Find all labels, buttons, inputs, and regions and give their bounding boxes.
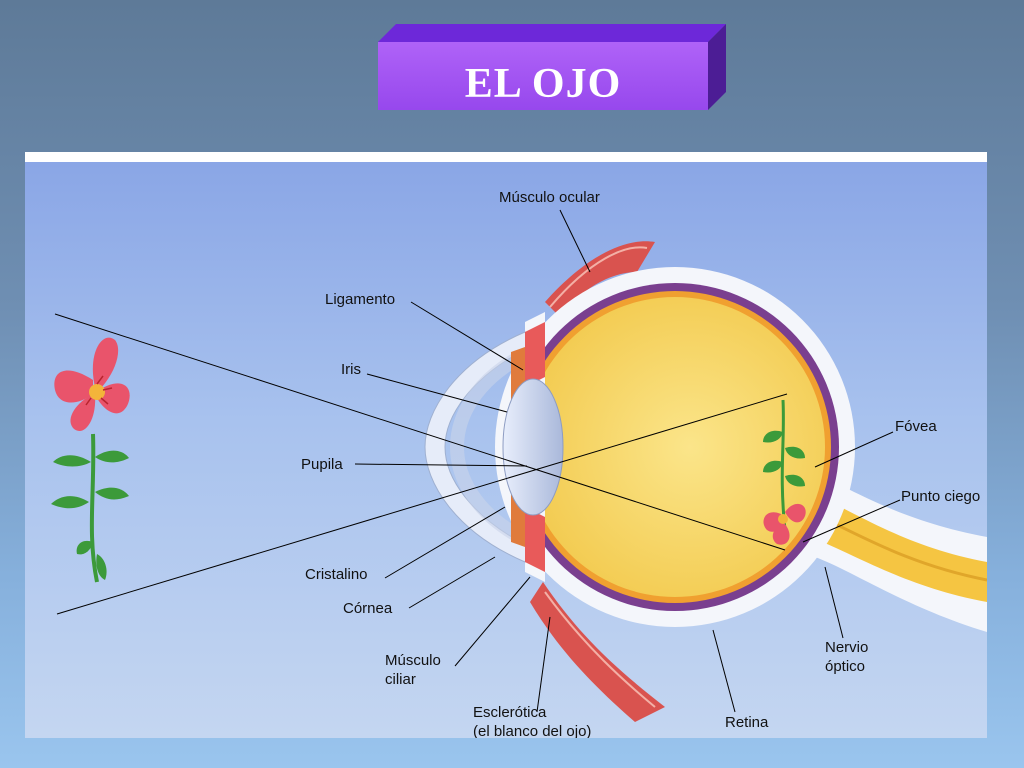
flower-retinal-image-icon bbox=[763, 399, 806, 545]
label-musculo-ocular: Músculo ocular bbox=[499, 189, 600, 206]
label-musculo-ciliar-line1: Músculo bbox=[385, 652, 441, 669]
label-cornea: Córnea bbox=[343, 600, 393, 617]
label-retina: Retina bbox=[725, 714, 769, 731]
musculo-ocular-bottom bbox=[530, 582, 665, 722]
eye-illustration bbox=[51, 209, 987, 722]
label-punto-ciego: Punto ciego bbox=[901, 488, 981, 505]
light-ray-bottom bbox=[56, 393, 788, 615]
label-esclerotica-line1: Esclerótica bbox=[473, 704, 547, 721]
vitreous-humor bbox=[525, 297, 825, 597]
musculo-ocular-top bbox=[545, 241, 655, 317]
leader-lines bbox=[354, 209, 901, 713]
cristalino-lens bbox=[502, 378, 564, 516]
label-pupila: Pupila bbox=[301, 456, 343, 473]
label-fovea: Fóvea bbox=[895, 418, 937, 435]
label-nervio-optico-line1: Nervio bbox=[825, 639, 869, 656]
label-iris: Iris bbox=[341, 361, 361, 378]
label-ligamento: Ligamento bbox=[325, 291, 396, 308]
label-cristalino: Cristalino bbox=[305, 566, 368, 583]
flower-object-icon bbox=[51, 337, 130, 583]
page-title: EL OJO bbox=[464, 61, 622, 107]
label-esclerotica-line2: (el blanco del ojo) bbox=[473, 723, 592, 738]
label-nervio-optico-line2: óptico bbox=[825, 658, 866, 675]
title-banner: EL OJO bbox=[370, 18, 730, 114]
label-musculo-ciliar-line2: ciliar bbox=[385, 671, 416, 688]
title-box-3d-shape bbox=[378, 24, 726, 110]
eye-diagram: Músculo ocular Ligamento Iris Pupila Cri… bbox=[25, 152, 987, 738]
light-ray-top bbox=[54, 313, 786, 551]
